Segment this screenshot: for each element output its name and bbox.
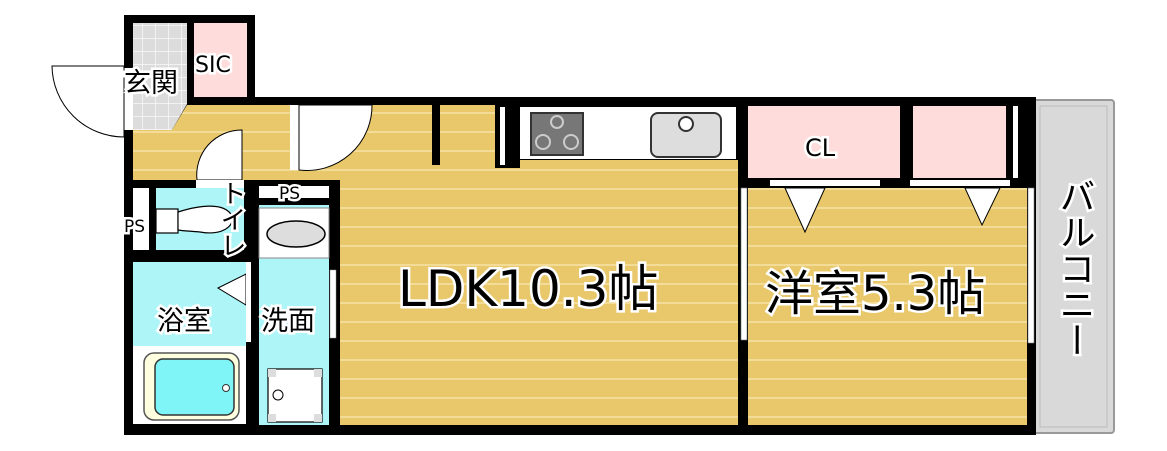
label-closet: CL <box>805 134 836 162</box>
toilet-bowl <box>177 205 233 234</box>
genkan-floor <box>133 23 187 130</box>
ps-top <box>259 186 329 198</box>
kitchen-sink <box>650 112 722 158</box>
label-washroom: 洗面 <box>261 306 315 337</box>
label-ps-top: PS <box>279 184 300 204</box>
label-balcony: バルコニー <box>1054 178 1095 358</box>
closet-2 <box>913 106 1006 178</box>
toilet-tank <box>155 208 179 234</box>
label-sic: SIC <box>195 53 231 78</box>
western-room <box>748 188 1027 425</box>
label-toilet: トイレ <box>216 180 246 258</box>
hallway-floor <box>133 105 738 425</box>
label-ps-left: PS <box>124 217 145 237</box>
label-genkan: 玄関 <box>124 68 178 99</box>
label-western-room: 洋室5.3帖 <box>765 266 985 322</box>
ps-left <box>133 188 149 250</box>
label-bath: 浴室 <box>157 306 211 337</box>
sic-closet <box>194 23 247 97</box>
closet <box>748 106 900 178</box>
wash-basin <box>266 220 326 248</box>
label-ldk: LDK10.3帖 <box>398 260 658 318</box>
bathroom <box>133 262 246 346</box>
